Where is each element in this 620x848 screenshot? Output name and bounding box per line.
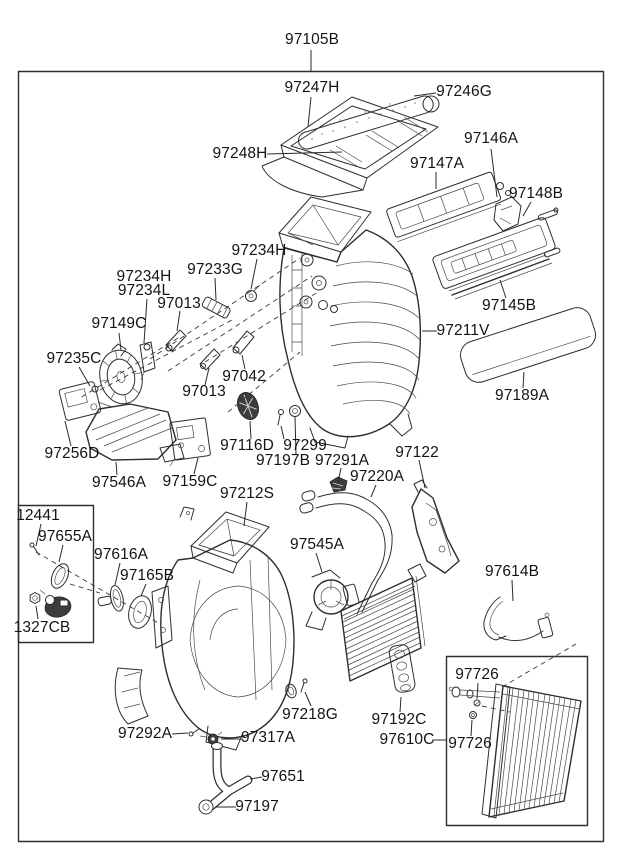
nut-1327CB-drawing: [29, 592, 41, 604]
filter-cover-97147A-drawing: [386, 171, 511, 243]
support-bracket-97122-drawing: [411, 479, 460, 574]
part-label-97192c-40: 97192C: [371, 711, 427, 728]
part-label-97149c-15: 97149C: [91, 315, 147, 332]
lower-case-drawing: [114, 506, 295, 751]
oring-97726-drawing: [469, 711, 477, 719]
part-label-97726-43: 97726: [448, 735, 492, 752]
grommet-97197-drawing: [198, 799, 214, 815]
grommet-97197B-drawing: [289, 405, 301, 417]
part-label-97220a-26: 97220A: [349, 468, 405, 485]
leader-lines: [35, 50, 532, 808]
seal-97165B-drawing: [128, 595, 152, 629]
part-label-97317a-36: 97317A: [240, 729, 296, 746]
part-label-97218g-39: 97218G: [282, 706, 338, 723]
part-label-97013-18: 97013: [182, 383, 226, 400]
part-label-97145b-7: 97145B: [481, 297, 537, 314]
part-label-97159c-21: 97159C: [162, 473, 218, 490]
part-label-97726-42: 97726: [455, 666, 499, 683]
part-label-97247h-1: 97247H: [284, 79, 340, 96]
seal-tray-drawing: [261, 96, 439, 198]
bracket-97159C-drawing: [169, 417, 211, 467]
cover-97189A-drawing: [459, 307, 597, 383]
part-label-97234l-13: 97234L: [117, 282, 171, 299]
part-label-97234h-12: 97234H: [116, 268, 172, 285]
part-label-97211v-8: 97211V: [436, 322, 490, 339]
part-label-1327cb-34: 1327CB: [13, 619, 71, 636]
part-label-97610c-41: 97610C: [379, 731, 435, 748]
resistor-97192C-drawing: [388, 644, 416, 693]
assembly-boundary-box: [17, 70, 605, 843]
part-label-97248h-3: 97248H: [212, 145, 268, 162]
part-label-97291a-25: 97291A: [314, 452, 370, 469]
filter-element-97145B-drawing: [448, 247, 561, 300]
part-label-97105b-0: 97105B: [284, 31, 340, 48]
filter-frame-97148B-drawing: [432, 207, 559, 289]
intake-door-97116D-drawing: [237, 392, 259, 420]
evaporator-core-drawing: [448, 683, 582, 819]
part-label-97197b-24: 97197B: [255, 452, 311, 469]
part-label-12441-30: 12441: [16, 507, 60, 524]
heater-pipes-97220A-drawing: [299, 490, 393, 615]
part-label-97256d-19: 97256D: [44, 445, 100, 462]
part-label-97197-38: 97197: [235, 798, 279, 815]
part-label-97042-17: 97042: [222, 368, 266, 385]
upper-case-drawing: [278, 196, 422, 449]
part-label-97146a-4: 97146A: [463, 130, 519, 147]
part-label-97148b-6: 97148B: [508, 185, 564, 202]
drain-hose-97651-drawing: [206, 742, 253, 811]
actuator-97235C-drawing: [58, 381, 113, 421]
cam-plate-97149C-drawing: [99, 343, 143, 405]
part-label-97651-37: 97651: [261, 768, 305, 785]
part-label-97546a-20: 97546A: [91, 474, 147, 491]
part-label-97545a-29: 97545A: [289, 536, 345, 553]
part-label-97292a-35: 97292A: [117, 725, 173, 742]
part-label-97013-14: 97013: [157, 295, 201, 312]
intake-duct-97546A-drawing: [85, 403, 185, 463]
clip-97218G-drawing: [285, 678, 308, 699]
clip-97292A-drawing: [188, 728, 200, 737]
part-label-97147a-5: 97147A: [409, 155, 465, 172]
part-label-97299-23: 97299: [283, 437, 327, 454]
part-label-97234h-10: 97234H: [231, 242, 287, 259]
heater-core-drawing: [340, 563, 427, 682]
part-label-97655a-31: 97655A: [37, 528, 93, 545]
plug-97616A-drawing: [97, 585, 124, 612]
foam-seal-tube-drawing: [298, 95, 440, 150]
part-label-97189a-9: 97189A: [494, 387, 550, 404]
pipe-bracket-97614B-drawing: [483, 596, 554, 642]
part-label-97116d-22: 97116D: [220, 437, 274, 454]
assembly-axis-lines: [35, 257, 577, 713]
part-label-97235c-16: 97235C: [46, 350, 102, 367]
screw-97299-drawing: [277, 409, 284, 426]
filter-bracket-97146A-drawing: [493, 196, 522, 232]
screw-97726-drawing: [473, 699, 481, 707]
pipe-clamp-97291A-drawing: [329, 476, 348, 493]
actuator-97545A-drawing: [305, 569, 360, 631]
part-label-97246g-2: 97246G: [436, 83, 492, 100]
part-label-97616a-32: 97616A: [93, 546, 149, 563]
lever-mechanism-drawing: [39, 589, 72, 618]
part-label-97212s-28: 97212S: [219, 485, 275, 502]
part-label-97122-27: 97122: [395, 444, 439, 461]
part-label-97233g-11: 97233G: [187, 261, 243, 278]
door-cam-levers-drawing: [139, 284, 261, 381]
part-label-97165b-33: 97165B: [119, 567, 175, 584]
part-label-97614b-44: 97614B: [484, 563, 540, 580]
